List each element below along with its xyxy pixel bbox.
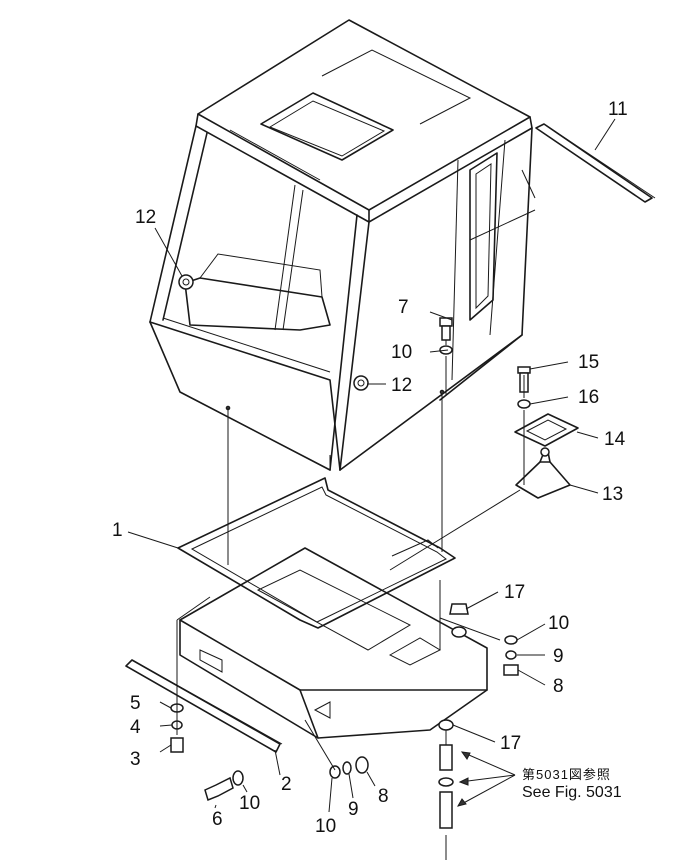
callout-5: 5 xyxy=(130,693,141,714)
mount-plate xyxy=(514,413,579,447)
leader-lines xyxy=(127,118,616,813)
callout-3: 3 xyxy=(130,749,141,770)
operator-cab xyxy=(149,19,533,471)
callout-10-bottom: 10 xyxy=(315,816,337,837)
floor-mat xyxy=(177,477,456,629)
callout-13: 13 xyxy=(602,484,624,505)
callout-7: 7 xyxy=(398,297,409,318)
alignment-lines xyxy=(176,169,536,860)
callout-6: 6 xyxy=(212,809,223,830)
callout-1: 1 xyxy=(112,520,123,541)
callout-9-right: 9 xyxy=(553,646,564,667)
callout-4: 4 xyxy=(130,717,141,738)
callout-10-left: 10 xyxy=(239,793,261,814)
callout-10-right: 10 xyxy=(548,613,570,634)
figure-reference: 第5031図参照 See Fig. 5031 xyxy=(522,764,622,802)
reference-japanese: 第5031図参照 xyxy=(522,767,611,782)
callout-15: 15 xyxy=(578,352,600,373)
callout-2: 2 xyxy=(281,774,292,795)
callout-9-bottom: 9 xyxy=(348,799,359,820)
callout-12-right: 12 xyxy=(391,375,413,396)
callout-8-bottom: 8 xyxy=(378,786,389,807)
callout-14: 14 xyxy=(604,429,626,450)
callout-16: 16 xyxy=(578,387,600,408)
callout-8-right: 8 xyxy=(553,676,564,697)
fasteners xyxy=(170,317,531,829)
callout-12-top: 12 xyxy=(135,207,157,228)
side-rail xyxy=(535,123,656,203)
floor-rail xyxy=(125,659,283,753)
callout-17-top: 17 xyxy=(504,582,526,603)
callout-11: 11 xyxy=(608,99,628,120)
reference-english: See Fig. 5031 xyxy=(522,784,622,801)
callout-10-top: 10 xyxy=(391,342,413,363)
callout-17-bottom: 17 xyxy=(500,733,522,754)
cab-mount xyxy=(515,447,571,499)
